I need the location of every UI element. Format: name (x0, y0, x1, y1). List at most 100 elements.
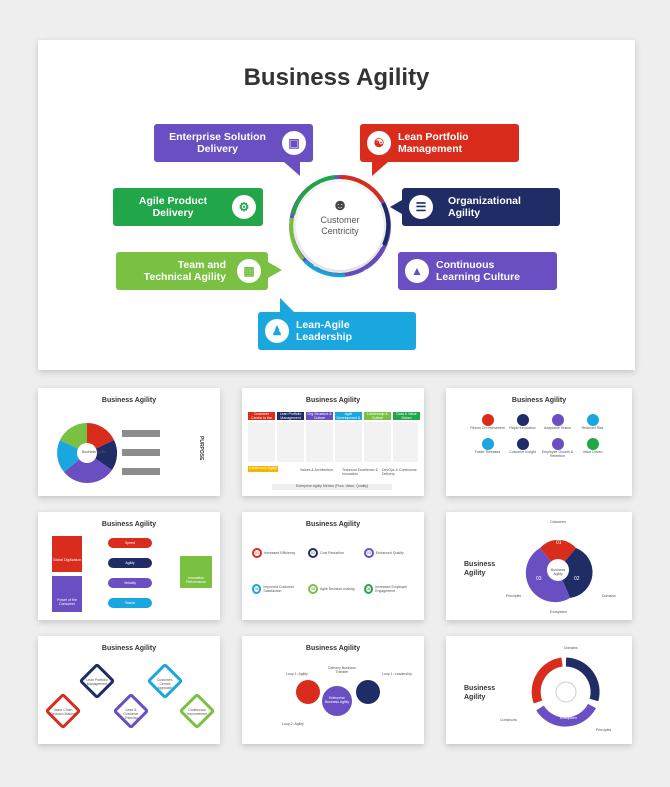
tech-excellence-label: Technical Excellence & Innovation (342, 468, 378, 476)
lean-agile-line2: Leadership (296, 331, 353, 343)
lean-portfolio-line2: Management (398, 143, 463, 155)
table-header: Agile Development & Delivery (335, 412, 362, 424)
thumb-title: Business Agility (511, 397, 567, 404)
main-slide[interactable]: Business Agility ☻ Customer Centricity E… (38, 40, 635, 370)
page-title: Business Agility (243, 64, 430, 91)
cycle-label-domains: Domains (564, 646, 578, 650)
loop-circle-navy (356, 680, 380, 704)
table-body (248, 422, 418, 462)
people-network-icon: ☯ (367, 131, 391, 155)
cycle-label-ecosystem: Ecosystem (560, 716, 578, 720)
lean-portfolio-line1: Lean Portfolio (398, 131, 469, 143)
lean-agile-leadership-box: ♟ Lean-Agile Leadership (258, 312, 416, 350)
team-tail (268, 262, 282, 278)
team-board-icon: ▦ (237, 259, 261, 283)
grid-item: Customer Insight (505, 438, 540, 458)
dot-icon (516, 414, 529, 426)
thumb-title: Business Agility (305, 521, 361, 528)
thumb-title: Business Agility (101, 645, 157, 652)
thumb-title: Business Agility (305, 645, 361, 652)
table-header: Lean Portfolio Management (277, 412, 304, 420)
dot-icon (586, 438, 599, 450)
grid-label: Employee Growth & Retention (541, 450, 574, 458)
thumbnail-8[interactable]: Business Agility Enterprise Business Agi… (242, 636, 424, 744)
cycle-label-constructs: Constructs (500, 718, 517, 722)
label-ecosystem: Ecosystem (550, 610, 568, 614)
cycle-label-principles: Principles (596, 728, 612, 732)
icon-grid: Return On Investment Rapid Innovation Ad… (470, 414, 610, 458)
cycle-arrows-diagram (531, 657, 600, 727)
benefit-label: Improved Customer Satisfaction (263, 585, 295, 593)
grid-label: Return On Investment (470, 426, 505, 430)
table-header: Org Structure & Culture (306, 412, 333, 420)
num-badge: 03 (364, 548, 374, 558)
pie-center-label: Business Agility (81, 450, 107, 454)
grid-item: Rapid Innovation (505, 414, 540, 430)
organizational-line2: Agility (448, 207, 481, 219)
num-badge: 05 (308, 584, 318, 594)
team-technical-agility-box: Team and Technical Agility ▦ (116, 252, 268, 290)
diamond-label: Value Chain Decision Making (50, 708, 76, 716)
dot-icon (481, 438, 494, 450)
grid-item: Reduced Risk (575, 414, 610, 430)
grid-item: Return On Investment (470, 414, 505, 430)
thumbnail-4[interactable]: Business Agility Global Digitization Pow… (38, 512, 220, 620)
benefit-label: Enhanced Quality (376, 551, 404, 555)
pie-diagram (57, 423, 160, 484)
grid-label: Customer Insight (509, 450, 536, 454)
lean-portfolio-tail (372, 162, 388, 176)
thumb-title: Business Agility (305, 397, 361, 404)
diamond-label: Customer-Centric Approach (156, 678, 174, 690)
metrics-footer: Enterprise Agility Metrics (Flow, Value,… (272, 484, 392, 490)
lean-agile-line1: Lean-Agile (296, 319, 350, 331)
thumb-title-l2: Agility (464, 694, 486, 701)
num-badge: 06 (364, 584, 374, 594)
continuous-learning-culture-box: ▲ Continuous Learning Culture (398, 252, 557, 290)
loop-label: Delivery Business Transfer (328, 666, 356, 674)
petal-num-1: 01 (556, 540, 562, 546)
agile-product-line2: Delivery (152, 207, 194, 219)
dot-icon (551, 438, 564, 450)
enterprise-line1: Enterprise Solution (169, 131, 266, 143)
benefit-label: Cost Reduction (320, 551, 344, 555)
lean-agile-tail (280, 298, 294, 312)
grid-label: Reduced Risk (581, 426, 604, 430)
grid-label: Rapid Innovation (509, 426, 536, 430)
thumb-title-l1: Business (464, 685, 496, 692)
values-architecture-label: Values & Architecture (300, 468, 334, 472)
grid-label: Value Driven (582, 450, 603, 454)
thumb-title-l1: Business (464, 561, 496, 568)
loop-circle-purple (322, 686, 352, 716)
table-header: Leadership & Culture (364, 412, 391, 420)
diamond-label: Lean Portfolio Management (86, 678, 108, 686)
organizational-tail (390, 200, 402, 214)
grid-item: Employee Growth & Retention (540, 438, 575, 458)
grid-item: Adaptable Teams (540, 414, 575, 430)
thumb-title: Business Agility (101, 521, 157, 528)
thumbnail-3[interactable]: Business Agility Return On Investment Ra… (446, 388, 632, 496)
pill-speed: Speed (108, 538, 152, 548)
agile-product-delivery-box: Agile Product Delivery ⚙ (113, 188, 263, 226)
thumbnail-7[interactable]: Business Agility Value Chain Decision Ma… (38, 636, 220, 744)
thumbnail-2[interactable]: Business Agility Customer Centric to the… (242, 388, 424, 496)
lean-portfolio-management-box: ☯ Lean Portfolio Management (360, 124, 519, 162)
num-badge: 04 (252, 584, 262, 594)
enterprise-line2: Delivery (197, 143, 238, 155)
thumbnail-1[interactable]: Business Agility Business Agility PURPOS… (38, 388, 220, 496)
team-line2: Technical Agility (143, 271, 226, 283)
box-package-icon: ▣ (282, 131, 306, 155)
label-domains: Domains (602, 594, 616, 598)
continuous-line1: Continuous (436, 259, 495, 271)
pill-teams: Teams (108, 598, 152, 608)
grid-item: Faster Releases (470, 438, 505, 458)
diamond-label: Continuous Improvement (186, 708, 208, 716)
